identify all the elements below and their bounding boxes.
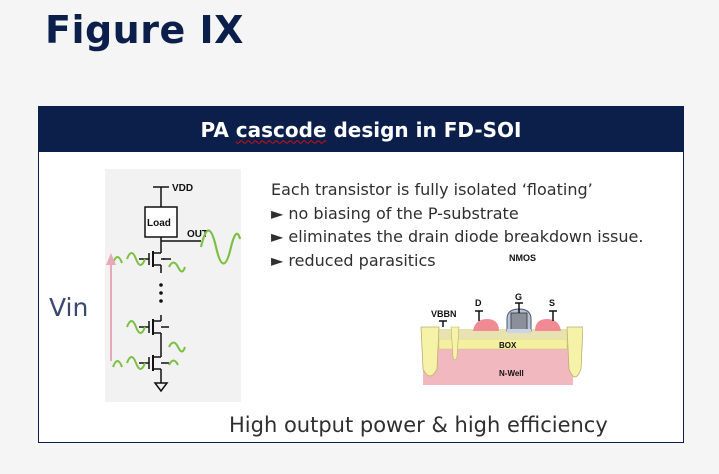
list-item-text: eliminates the drain diode breakdown iss… (288, 227, 644, 246)
load-box (144, 206, 178, 238)
device-drawing: NMOS D G S VBBN BOX N-Well (420, 253, 584, 385)
panel-header: PA cascode design in FD-SOI (39, 107, 683, 152)
transistor-bottom (139, 347, 169, 383)
n-well-region (423, 345, 573, 385)
list-item-text: no biasing of the P-substrate (288, 203, 519, 223)
gate-wave-icon (126, 356, 146, 370)
terminal-g-label: G (515, 292, 522, 302)
vin-label: Vin (49, 293, 89, 322)
body-wave-icon (168, 261, 186, 273)
gate-wave-icon (126, 252, 146, 266)
inner-trench (450, 326, 460, 361)
ellipsis-dot (159, 299, 163, 303)
panel-title-cascode: cascode (235, 117, 327, 142)
schematic-drawing: VDD Load OUT (106, 183, 242, 393)
panel-title-prefix: PA (200, 117, 236, 142)
gate-oxide (507, 329, 531, 333)
list-item: ► no biasing of the P-substrate (271, 202, 643, 226)
footer-caption: High output power & high efficiency (229, 413, 608, 437)
body-wave-icon (168, 359, 179, 366)
gate-wave-icon (112, 360, 123, 368)
out-label: OUT (187, 229, 208, 240)
terminal-d-label: D (475, 298, 482, 308)
vbbn-label: VBBN (431, 309, 457, 319)
nmos-cross-section: NMOS D G S VBBN BOX N-Well (415, 253, 584, 387)
arrow-bullet-icon: ► (271, 250, 284, 270)
left-trench (420, 326, 440, 377)
drain-region (473, 319, 499, 331)
silicon-film (439, 329, 567, 339)
body-wave-icon (168, 341, 186, 353)
arrow-bullet-icon: ► (271, 203, 284, 223)
panel-title: PA cascode design in FD-SOI (201, 118, 522, 142)
figure-title: Figure IX (45, 8, 244, 52)
list-item-text: reduced parasitics (288, 250, 436, 270)
list-item: ► reduced parasitics (271, 249, 643, 273)
feature-list: Each transistor is fully isolated ‘float… (271, 178, 643, 272)
output-wave-icon (199, 229, 242, 265)
load-label: Load (147, 218, 171, 229)
arrow-bullet-icon: ► (271, 227, 284, 246)
ellipsis-dot (159, 283, 163, 287)
list-item: ► eliminates the drain diode breakdown i… (271, 225, 643, 249)
content-panel: PA cascode design in FD-SOI VDD Load OUT (38, 106, 684, 443)
nmos-label: NMOS (509, 253, 536, 263)
box-label: BOX (499, 341, 517, 350)
transistor-top (139, 247, 171, 273)
ellipsis-dot (159, 291, 163, 295)
source-region (535, 319, 561, 331)
gate-wave-icon (126, 320, 146, 334)
right-trench (566, 326, 584, 378)
intro-text: Each transistor is fully isolated ‘float… (271, 180, 593, 199)
n-well-label: N-Well (499, 369, 524, 378)
gate-electrode (510, 312, 528, 332)
terminal-s-label: S (549, 298, 555, 308)
panel-title-suffix: design in FD-SOI (326, 117, 522, 142)
transistor-middle (139, 315, 169, 347)
ground-icon (153, 382, 169, 393)
cascode-schematic: VDD Load OUT (105, 169, 242, 402)
vdd-label: VDD (172, 183, 193, 194)
vin-arrow-head-icon (106, 253, 116, 265)
